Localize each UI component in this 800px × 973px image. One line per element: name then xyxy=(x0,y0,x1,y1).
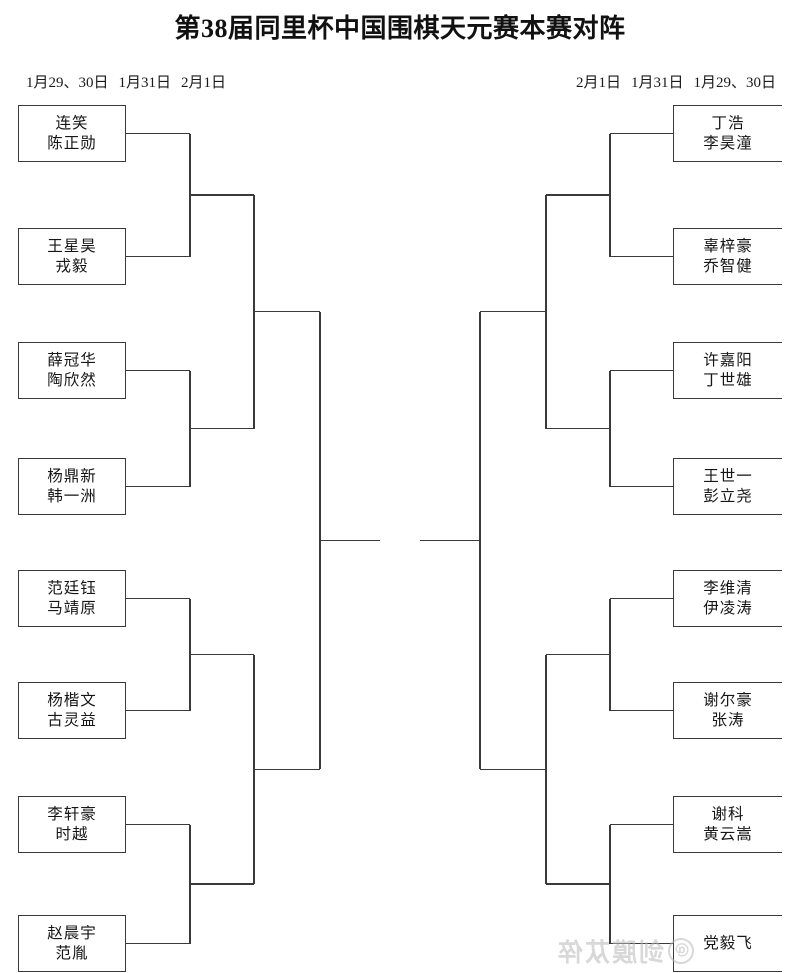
bracket-line-r1-left-6 xyxy=(126,709,190,712)
bracket-line-r3-left-2 xyxy=(254,768,320,770)
date-left-round1: 1月29、30日 xyxy=(26,75,109,91)
match-box-left-5[interactable]: 范廷钰马靖原 xyxy=(18,570,126,627)
player-name-bottom: 李昊潼 xyxy=(703,134,753,152)
date-right-round1: 1月29、30日 xyxy=(693,75,776,91)
bracket-line-r3-left-1 xyxy=(254,311,320,313)
player-name-bottom: 张涛 xyxy=(711,711,745,729)
bracket-line-r2-left-2 xyxy=(190,427,254,430)
bracket-line-final-left xyxy=(320,539,380,542)
player-name-top: 李维清 xyxy=(703,579,753,597)
date-right-round3: 2月1日 xyxy=(575,75,621,91)
date-header-right: 2月1日 1月31日 1月29、30日 xyxy=(576,71,776,92)
bracket-join-r3-left xyxy=(319,311,321,770)
player-name-top: 谢尔豪 xyxy=(703,691,753,709)
bracket-line-r1-left-8 xyxy=(126,942,190,945)
player-name-bottom: 乔智健 xyxy=(703,257,753,275)
player-name-top: 许嘉阳 xyxy=(703,351,753,369)
bracket-line-r1-left-4 xyxy=(126,485,190,488)
bracket-join-r1-left-1 xyxy=(189,133,191,257)
player-name-bottom: 马靖原 xyxy=(47,599,97,617)
match-box-left-4[interactable]: 杨鼎新韩一洲 xyxy=(18,458,126,515)
bracket-line-r1-right-8 xyxy=(610,942,673,945)
bracket-line-r2-right-3 xyxy=(546,653,610,656)
player-name-top: 党毅飞 xyxy=(703,934,753,952)
player-name-bottom: 陈正勋 xyxy=(47,134,97,152)
bracket-line-r3-right-2 xyxy=(480,768,546,770)
bracket-line-r2-left-3 xyxy=(190,653,254,656)
player-name-top: 薛冠华 xyxy=(47,351,97,369)
player-name-bottom: 陶欣然 xyxy=(47,371,97,389)
bracket-line-r2-right-2 xyxy=(546,427,610,430)
player-name-bottom: 范胤 xyxy=(55,944,89,962)
match-box-left-6[interactable]: 杨楷文古灵益 xyxy=(18,682,126,739)
bracket-line-r1-right-7 xyxy=(610,823,673,826)
player-name-bottom: 彭立尧 xyxy=(703,487,753,505)
player-name-top: 丁浩 xyxy=(711,114,745,132)
bracket-line-r1-right-3 xyxy=(610,369,673,372)
bracket-line-r1-left-7 xyxy=(126,823,190,826)
match-box-right-1[interactable]: 丁浩李昊潼 xyxy=(673,105,782,162)
player-name-top: 王星昊 xyxy=(47,237,97,255)
player-name-bottom: 丁世雄 xyxy=(703,371,753,389)
match-box-right-5[interactable]: 李维清伊凌涛 xyxy=(673,570,782,627)
bracket-join-r2-left-1 xyxy=(253,195,255,429)
match-box-left-8[interactable]: 赵晨宇范胤 xyxy=(18,915,126,972)
bracket-line-r1-right-2 xyxy=(610,255,673,258)
player-name-top: 杨楷文 xyxy=(47,691,97,709)
bracket-line-r1-left-5 xyxy=(126,597,190,600)
date-left-round3: 2月1日 xyxy=(181,75,227,91)
match-box-right-4[interactable]: 王世一彭立尧 xyxy=(673,458,782,515)
player-name-top: 杨鼎新 xyxy=(47,467,97,485)
match-box-right-8[interactable]: 党毅飞 xyxy=(673,915,782,972)
match-box-right-7[interactable]: 谢科黄云嵩 xyxy=(673,796,782,853)
bracket-line-r3-right-1 xyxy=(480,311,546,313)
bracket-line-r1-left-1 xyxy=(126,132,190,135)
date-header-left: 1月29、30日 1月31日 2月1日 xyxy=(26,71,226,92)
bracket-line-r2-left-4 xyxy=(190,883,254,885)
match-box-right-3[interactable]: 许嘉阳丁世雄 xyxy=(673,342,782,399)
bracket-join-r1-left-2 xyxy=(189,370,191,487)
bracket-join-r1-left-3 xyxy=(189,598,191,711)
bracket-join-r2-left-2 xyxy=(253,654,255,884)
bracket-line-r1-left-2 xyxy=(126,255,190,258)
player-name-bottom: 韩一洲 xyxy=(47,487,97,505)
player-name-bottom: 黄云嵩 xyxy=(703,825,753,843)
player-name-top: 赵晨宇 xyxy=(47,924,97,942)
player-name-top: 李轩豪 xyxy=(47,805,97,823)
player-name-bottom: 古灵益 xyxy=(47,711,97,729)
bracket-line-r1-right-6 xyxy=(610,709,673,712)
bracket-line-r1-left-3 xyxy=(126,369,190,372)
bracket-join-r1-left-4 xyxy=(189,824,191,944)
player-name-top: 王世一 xyxy=(703,467,753,485)
match-box-left-3[interactable]: 薛冠华陶欣然 xyxy=(18,342,126,399)
player-name-top: 范廷钰 xyxy=(47,579,97,597)
bracket-line-r2-right-4 xyxy=(546,883,610,885)
player-name-bottom: 时越 xyxy=(55,825,89,843)
match-box-left-2[interactable]: 王星昊戎毅 xyxy=(18,228,126,285)
player-name-bottom: 伊凌涛 xyxy=(703,599,753,617)
player-name-top: 辜梓豪 xyxy=(703,237,753,255)
bracket-line-final-right xyxy=(420,539,480,542)
date-left-round2: 1月31日 xyxy=(118,75,172,91)
bracket-line-r1-right-4 xyxy=(610,485,673,488)
match-box-left-7[interactable]: 李轩豪时越 xyxy=(18,796,126,853)
player-name-top: 谢科 xyxy=(711,805,745,823)
bracket-line-r1-right-5 xyxy=(610,597,673,600)
match-box-left-1[interactable]: 连笑陈正勋 xyxy=(18,105,126,162)
player-name-top: 连笑 xyxy=(55,114,89,132)
match-box-right-6[interactable]: 谢尔豪张涛 xyxy=(673,682,782,739)
bracket-line-r2-left-1 xyxy=(190,194,254,196)
page-title: 第38届同里杯中国围棋天元赛本赛对阵 xyxy=(174,14,626,43)
player-name-bottom: 戎毅 xyxy=(55,257,89,275)
bracket-line-r2-right-1 xyxy=(546,194,610,196)
bracket-line-r1-right-1 xyxy=(610,132,673,135)
match-box-right-2[interactable]: 辜梓豪乔智健 xyxy=(673,228,782,285)
date-right-round2: 1月31日 xyxy=(630,75,684,91)
